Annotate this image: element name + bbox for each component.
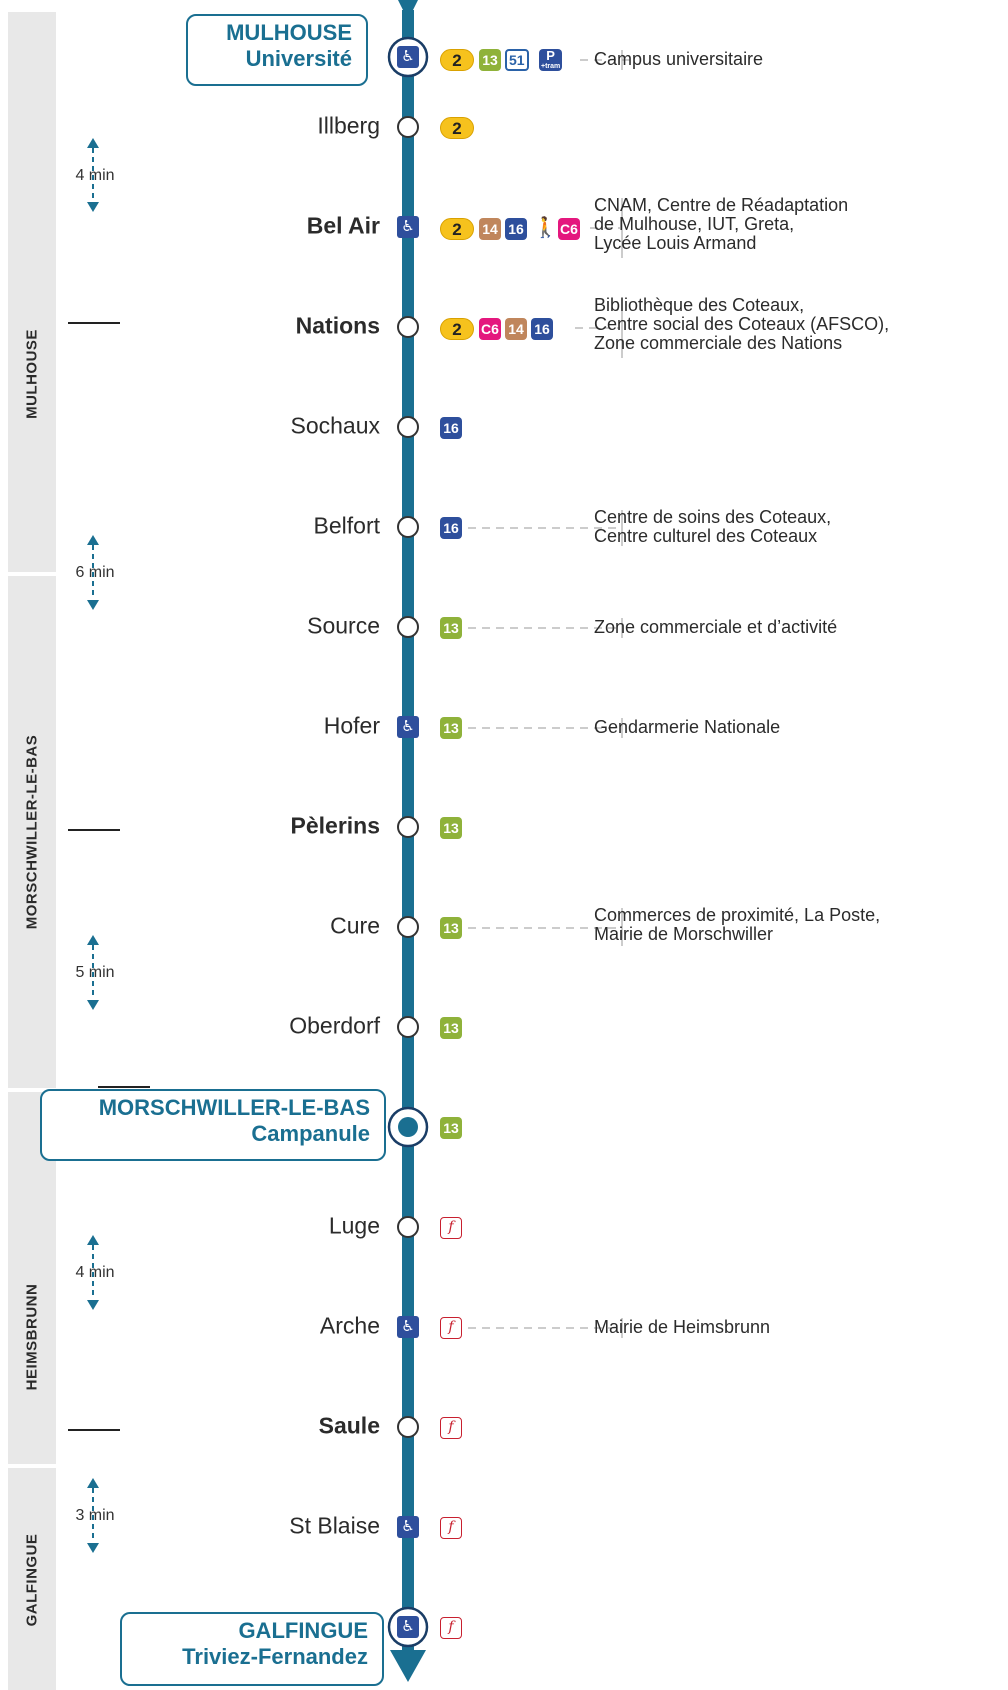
zone-band-morschwiller	[8, 576, 56, 1088]
stop-saule[interactable]: Saule	[318, 1412, 380, 1439]
line-badge-2[interactable]: 2	[440, 318, 474, 340]
destination-connectors	[468, 59, 630, 1329]
stop-bel-air[interactable]: Bel Air	[306, 212, 380, 239]
destination-bel-air-2: de Mulhouse, IUT, Greta,	[594, 214, 795, 234]
stop-luge[interactable]: Luge	[328, 1212, 380, 1239]
destination-arche: Mairie de Heimsbrunn	[594, 1317, 771, 1337]
line-badge-16[interactable]: 16	[531, 318, 553, 340]
route-start-arrow	[398, 0, 418, 20]
wheelchair-icon: ♿	[397, 1316, 419, 1338]
line-badge-c6[interactable]: C6	[558, 218, 580, 240]
line-badge-f[interactable]: f	[440, 1417, 462, 1439]
stop-illberg[interactable]: Illberg	[317, 112, 380, 139]
line-badge-16[interactable]: 16	[440, 517, 462, 539]
line-badge-c6[interactable]: C6	[479, 318, 501, 340]
line-badge-2[interactable]: 2	[440, 117, 474, 139]
line-badge-14[interactable]: 14	[479, 218, 501, 240]
line-badge-f[interactable]: f	[440, 1217, 462, 1239]
zone-label-morschwiller: MORSCHWILLER-LE-BAS	[23, 734, 41, 930]
line-badge-16[interactable]: 16	[440, 417, 462, 439]
route-end-arrow	[390, 1650, 426, 1682]
park-and-ride-badge[interactable]: P +tram	[539, 48, 563, 71]
wheelchair-icon: ♿	[397, 46, 419, 68]
travel-time: 4 min	[75, 167, 115, 184]
terminus-end[interactable]: GALFINGUE Triviez-Fernandez	[120, 1612, 384, 1686]
stop-arche[interactable]: Arche	[319, 1312, 380, 1339]
stop-cure[interactable]: Cure	[330, 912, 380, 939]
park-and-ride-sub: +tram	[541, 63, 561, 70]
travel-time: 4 min	[75, 1264, 115, 1281]
destination-hofer: Gendarmerie Nationale	[594, 717, 781, 737]
travel-time: 6 min	[75, 564, 115, 581]
stop-belfort[interactable]: Belfort	[313, 512, 380, 539]
terminus-mid[interactable]: MORSCHWILLER-LE-BAS Campanule	[40, 1089, 386, 1161]
destination-universite: Campus universitaire	[594, 49, 764, 69]
destination-belfort-1: Centre de soins des Coteaux,	[594, 507, 832, 527]
line-badge-13[interactable]: 13	[440, 817, 462, 839]
stop-oberdorf[interactable]: Oberdorf	[289, 1012, 380, 1039]
zone-label-heimsbrunn: HEIMSBRUNN	[23, 1283, 41, 1391]
destination-nations-2: Centre social des Coteaux (AFSCO),	[594, 314, 890, 334]
destination-cure-1: Commerces de proximité, La Poste,	[594, 905, 881, 925]
time-arrows	[87, 138, 99, 1553]
terminus-start[interactable]: MULHOUSE Université	[186, 14, 368, 86]
line-badge-f[interactable]: f	[440, 1617, 462, 1639]
stop-st-blaise[interactable]: St Blaise	[289, 1512, 380, 1539]
destination-source: Zone commerciale et d’activité	[594, 617, 838, 637]
destination-nations-3: Zone commerciale des Nations	[594, 333, 843, 353]
line-badge-13[interactable]: 13	[440, 617, 462, 639]
destination-belfort-2: Centre culturel des Coteaux	[594, 526, 818, 546]
wheelchair-icon: ♿	[397, 216, 419, 238]
wheelchair-icon: ♿	[397, 1616, 419, 1638]
destination-cure-2: Mairie de Morschwiller	[594, 924, 774, 944]
line-badge-13[interactable]: 13	[440, 917, 462, 939]
destination-bel-air-3: Lycée Louis Armand	[594, 233, 757, 253]
wheelchair-icon: ♿	[397, 1516, 419, 1538]
line-badge-2[interactable]: 2	[440, 218, 474, 240]
walk-icon: 🚶	[533, 217, 558, 239]
terminus-mid-stop: Campanule	[251, 1121, 370, 1146]
wheelchair-icon: ♿	[397, 716, 419, 738]
line-badge-51[interactable]: 51	[505, 49, 529, 71]
zone-band-mulhouse	[8, 12, 56, 572]
stop-markers	[397, 116, 419, 1438]
stop-nations[interactable]: Nations	[295, 312, 380, 339]
line-badge-13[interactable]: 13	[440, 1117, 462, 1139]
terminus-start-city: MULHOUSE	[226, 20, 352, 45]
terminus-end-stop: Triviez-Fernandez	[182, 1644, 368, 1669]
terminus-mid-city: MORSCHWILLER-LE-BAS	[98, 1095, 370, 1120]
terminus-start-stop: Université	[245, 46, 352, 71]
park-and-ride-letter: P	[546, 48, 555, 63]
stop-source[interactable]: Source	[307, 612, 380, 639]
line-badge-13[interactable]: 13	[440, 717, 462, 739]
line-badge-16[interactable]: 16	[505, 218, 527, 240]
travel-time: 5 min	[75, 964, 115, 981]
stop-sochaux[interactable]: Sochaux	[290, 412, 380, 439]
line-badge-f[interactable]: f	[440, 1517, 462, 1539]
terminus-marker-mid-dot	[398, 1117, 418, 1137]
stop-hofer[interactable]: Hofer	[323, 712, 380, 739]
zone-band-galfingue	[8, 1468, 56, 1690]
terminus-end-city: GALFINGUE	[238, 1618, 368, 1643]
line-badge-13[interactable]: 13	[440, 1017, 462, 1039]
destination-bel-air-1: CNAM, Centre de Réadaptation	[594, 195, 849, 215]
line-badge-14[interactable]: 14	[505, 318, 527, 340]
line-badge-2[interactable]: 2	[440, 49, 474, 71]
stop-pelerins[interactable]: Pèlerins	[290, 812, 381, 839]
zone-label-mulhouse: MULHOUSE	[23, 329, 41, 419]
line-badge-13[interactable]: 13	[479, 49, 501, 71]
travel-time: 3 min	[75, 1507, 115, 1524]
destination-nations-1: Bibliothèque des Coteaux,	[594, 295, 805, 315]
zone-label-galfingue: GALFINGUE	[23, 1533, 41, 1627]
line-badge-f[interactable]: f	[440, 1317, 462, 1339]
